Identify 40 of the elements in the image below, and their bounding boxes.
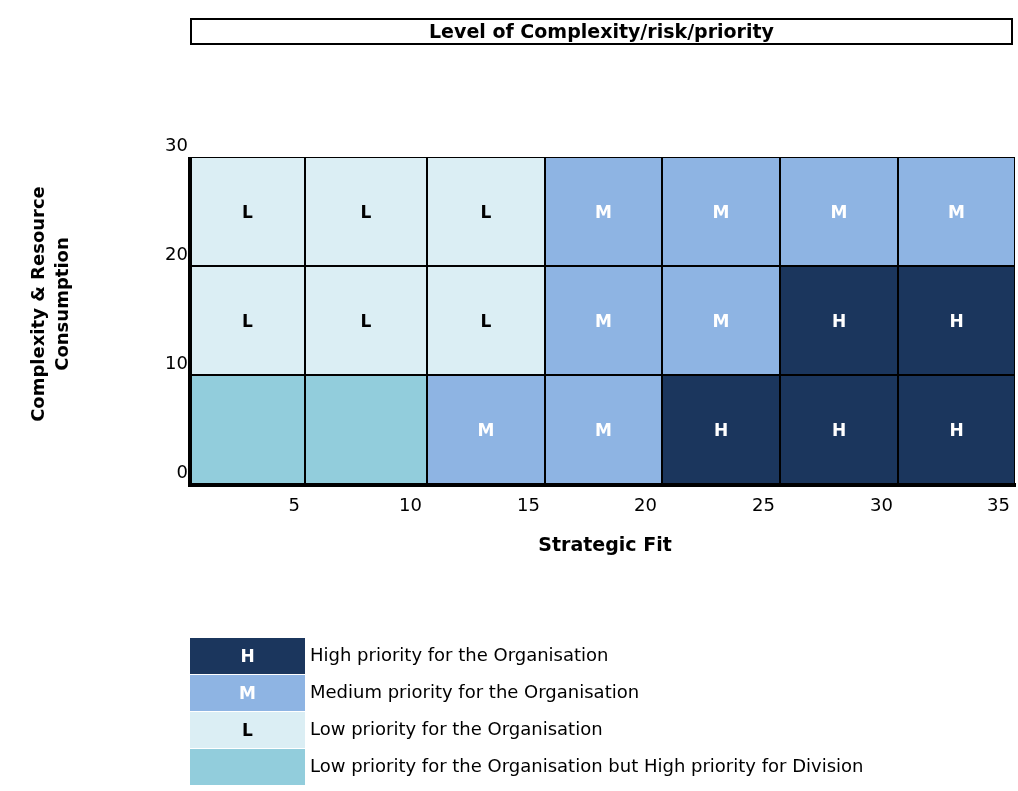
axis-title: Strategic Fit (537, 533, 673, 555)
axis-tick-label: 10 (398, 494, 422, 515)
priority-cell: M (545, 266, 662, 375)
priority-cell: H (898, 266, 1015, 375)
axis-tick-label: 35 (986, 494, 1010, 515)
priority-cell: L (190, 157, 305, 266)
legend-swatch: M (190, 675, 305, 711)
priority-cell: L (305, 266, 427, 375)
axis-tick-label: 15 (516, 494, 540, 515)
axis-tick-label: 25 (751, 494, 775, 515)
legend-swatch: L (190, 712, 305, 748)
legend-text: High priority for the Organisation (310, 644, 609, 665)
axis-tick-label: 20 (633, 494, 657, 515)
axis-tick-label: 30 (165, 134, 188, 155)
priority-cell: M (898, 157, 1015, 266)
axis-title: Complexity & Resource Consumption (26, 185, 73, 424)
axis-tick-label: 10 (165, 352, 188, 373)
title-box: Level of Complexity/risk/priority (190, 18, 1013, 45)
priority-cell: M (662, 157, 780, 266)
axis-tick-label: 5 (287, 494, 300, 515)
priority-cell: H (662, 375, 780, 484)
priority-cell: L (427, 266, 545, 375)
legend-swatch: H (190, 638, 305, 674)
priority-cell: L (427, 157, 545, 266)
legend-text: Low priority for the Organisation but High priority for Division (310, 755, 864, 776)
priority-cell: M (427, 375, 545, 484)
legend-text: Low priority for the Organisation (310, 718, 603, 739)
axis-tick-label: 0 (176, 461, 188, 482)
priority-cell: L (190, 266, 305, 375)
priority-cell: M (662, 266, 780, 375)
priority-cell: M (545, 157, 662, 266)
priority-cell: H (780, 266, 898, 375)
priority-cell: H (898, 375, 1015, 484)
axis-tick-label: 20 (165, 243, 188, 264)
legend-text: Medium priority for the Organisation (310, 681, 640, 702)
priority-cell: H (780, 375, 898, 484)
priority-cell: M (545, 375, 662, 484)
priority-cell: M (780, 157, 898, 266)
priority-cell: L (305, 157, 427, 266)
axis-tick-label: 30 (869, 494, 893, 515)
